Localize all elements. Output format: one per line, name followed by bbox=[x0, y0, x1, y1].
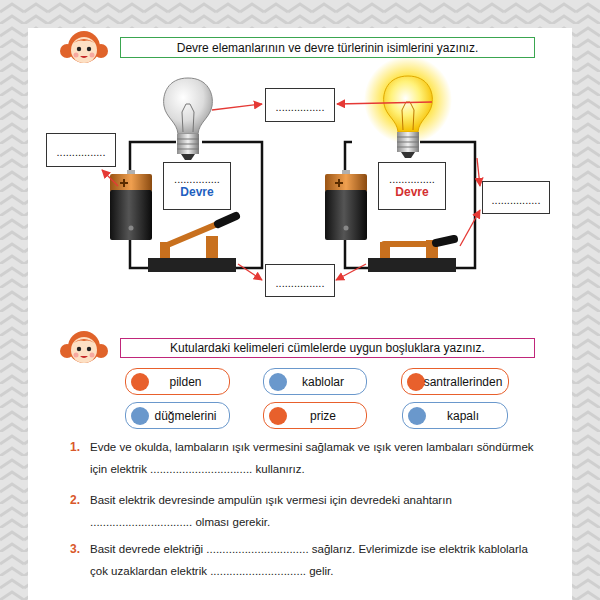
node-text: düğmelerini bbox=[138, 409, 216, 423]
sentence-text: Evde ve okulda, lambaların ışık vermesin… bbox=[90, 436, 545, 480]
sentence-text: Basit elektrik devresinde ampulün ışık v… bbox=[90, 489, 545, 533]
question-number: 2. bbox=[70, 489, 88, 511]
node-text: ................ bbox=[57, 142, 106, 158]
chip-dot bbox=[269, 373, 287, 391]
node-text: ............... bbox=[389, 173, 435, 185]
question-number: 1. bbox=[70, 436, 88, 458]
word-chip: kapalı bbox=[402, 402, 508, 429]
node-text: santrallerinden bbox=[408, 375, 503, 389]
word-chip: prize bbox=[263, 402, 367, 429]
instruction-box: Kutulardaki kelimeleri cümlelerde uygun … bbox=[120, 338, 535, 358]
circuit-type-box: ...............Devre bbox=[378, 162, 446, 210]
answer-box: ................ bbox=[46, 133, 116, 167]
switch-closed bbox=[368, 239, 456, 272]
battery bbox=[325, 170, 367, 240]
circuit-type-box: ...............Devre bbox=[163, 162, 231, 210]
node-text: kapalı bbox=[431, 409, 479, 423]
node-text: kablolar bbox=[286, 375, 344, 389]
instruction-box: Devre elemanlarının ve devre türlerinin … bbox=[120, 37, 535, 58]
circuit-type-label: Devre bbox=[180, 185, 213, 199]
wire bbox=[130, 142, 475, 268]
girl-icon bbox=[60, 31, 108, 63]
answer-box: ................ bbox=[265, 88, 335, 122]
girl-icon bbox=[60, 331, 108, 363]
node-text: prize bbox=[294, 409, 336, 423]
node-text: Devre elemanlarının ve devre türlerinin … bbox=[177, 41, 478, 55]
node-text: ................ bbox=[492, 190, 541, 206]
bulb-off bbox=[164, 78, 213, 160]
node-text: ............... bbox=[174, 173, 220, 185]
question-number: 3. bbox=[70, 538, 88, 560]
word-chip: santrallerinden bbox=[401, 368, 510, 395]
word-chip: pilden bbox=[125, 368, 230, 395]
chip-dot bbox=[408, 407, 426, 425]
switch-open bbox=[148, 216, 236, 272]
circuit-type-label: Devre bbox=[395, 185, 428, 199]
chip-dot bbox=[131, 407, 149, 425]
sentence-text: Basit devrede elektriği ................… bbox=[90, 538, 545, 582]
leader-arrow bbox=[102, 102, 480, 280]
chip-dot bbox=[131, 373, 149, 391]
bulb-on bbox=[364, 56, 452, 158]
word-chip: kablolar bbox=[263, 368, 367, 395]
battery bbox=[110, 170, 152, 240]
chip-dot bbox=[407, 373, 425, 391]
answer-box: ................ bbox=[265, 264, 335, 297]
node-text: ................ bbox=[276, 97, 325, 113]
answer-box: ................ bbox=[482, 181, 550, 214]
chip-dot bbox=[269, 407, 287, 425]
node-text: Kutulardaki kelimeleri cümlelerde uygun … bbox=[170, 341, 485, 355]
node-text: ................ bbox=[276, 273, 325, 289]
node-text: pilden bbox=[153, 375, 201, 389]
word-chip: düğmelerini bbox=[125, 402, 230, 429]
